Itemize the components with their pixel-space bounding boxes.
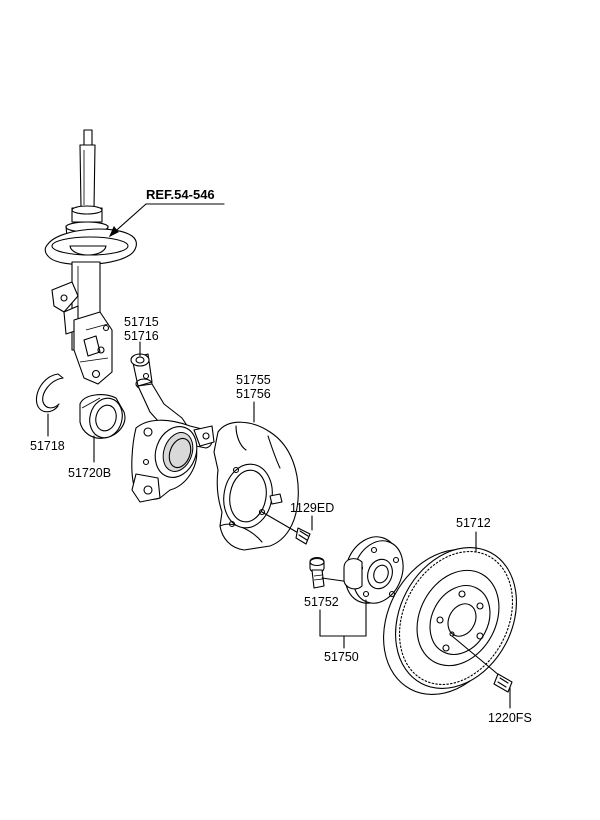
ref-leader [108,203,225,238]
bolt-1129ed [261,511,313,545]
part-label-51712[interactable]: 51712 [456,516,491,530]
wheel-stud [309,556,351,589]
part-label-51756[interactable]: 51756 [236,387,271,401]
part-label-51720b[interactable]: 51720B [68,466,111,480]
part-label-51716[interactable]: 51716 [124,329,159,343]
part-label-1220fs[interactable]: 1220FS [488,711,532,725]
dust-shield [213,421,299,551]
snap-ring [35,373,64,437]
strut-assembly [44,129,137,385]
part-label-51718[interactable]: 51718 [30,439,65,453]
part-label-51750[interactable]: 51750 [324,650,359,664]
part-label-51752[interactable]: 51752 [304,595,339,609]
steering-knuckle [130,353,215,503]
screw-1220fs [451,635,513,709]
group-bracket [319,599,367,649]
part-label-1129ed[interactable]: 1129ED [290,501,334,515]
wheel-bearing [79,394,126,463]
wheel-hub [343,536,404,604]
ref-label[interactable]: REF.54-546 [146,187,215,202]
part-label-51715[interactable]: 51715 [124,315,159,329]
part-label-51755[interactable]: 51755 [236,373,271,387]
brake-disc [383,547,517,695]
